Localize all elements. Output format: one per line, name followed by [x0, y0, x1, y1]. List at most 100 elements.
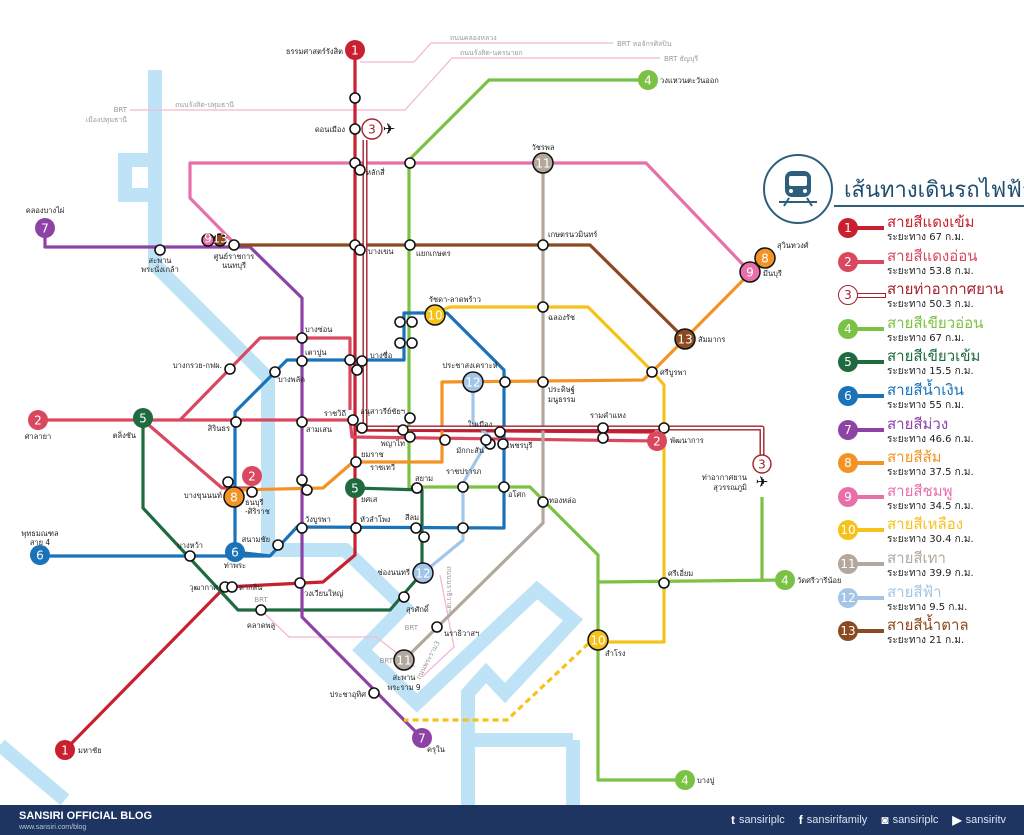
station-marker[interactable]	[411, 482, 423, 494]
station-marker[interactable]	[272, 539, 284, 551]
station-marker[interactable]	[404, 412, 416, 424]
station-marker[interactable]	[406, 316, 418, 328]
social-youtube[interactable]: ▶sansiritv	[952, 813, 1006, 827]
station-marker[interactable]	[255, 604, 267, 616]
line-number-badge: 8	[838, 453, 858, 474]
line-badge-number: 1	[61, 744, 69, 758]
station-marker[interactable]	[597, 422, 609, 434]
station-marker[interactable]	[537, 239, 549, 251]
station-marker[interactable]	[368, 687, 380, 699]
station-marker[interactable]	[230, 416, 242, 428]
station-marker[interactable]	[294, 577, 306, 589]
station-marker[interactable]	[499, 376, 511, 388]
station-marker[interactable]	[349, 92, 361, 104]
station-marker[interactable]	[439, 434, 451, 446]
line-distance: ระยะทาง 37.5 ก.ม.	[887, 467, 974, 479]
line-badge-1[interactable]: 1	[55, 740, 75, 760]
line-badge-11[interactable]: 11	[532, 152, 554, 174]
station-marker[interactable]	[658, 577, 670, 589]
station-marker[interactable]	[356, 355, 368, 367]
footer-url[interactable]: www.sansiri.com/blog	[19, 824, 87, 831]
station-marker[interactable]	[398, 591, 410, 603]
station-marker[interactable]	[597, 432, 609, 444]
station-marker[interactable]	[222, 476, 234, 488]
station-marker[interactable]	[350, 522, 362, 534]
station-marker[interactable]	[646, 366, 658, 378]
line-badge-13[interactable]: 13	[674, 328, 696, 350]
station-marker[interactable]	[406, 337, 418, 349]
station-marker[interactable]	[497, 438, 509, 450]
station-marker[interactable]	[351, 364, 363, 376]
brt-label: ถนนรังสิต-นครนายก	[460, 49, 523, 57]
line-badge-9[interactable]: 9	[739, 261, 761, 283]
line-badge-12[interactable]: 12	[412, 562, 434, 584]
line-badge-11[interactable]: 11	[393, 649, 415, 671]
line-badge-4[interactable]: 4	[775, 570, 795, 590]
station-marker[interactable]	[410, 522, 422, 534]
station-marker[interactable]	[301, 484, 313, 496]
station-marker[interactable]	[226, 581, 238, 593]
line-badge-4[interactable]: 4	[638, 70, 658, 90]
station-marker[interactable]	[354, 244, 366, 256]
station-marker[interactable]	[404, 157, 416, 169]
station-marker[interactable]	[296, 332, 308, 344]
station-marker[interactable]	[537, 496, 549, 508]
station-marker[interactable]	[347, 414, 359, 426]
station-marker[interactable]	[228, 239, 240, 251]
station-label: มักกะสัน	[456, 446, 484, 455]
line-badge-7[interactable]: 7	[35, 218, 55, 238]
station-marker[interactable]	[350, 456, 362, 468]
station-marker[interactable]	[404, 239, 416, 251]
station-marker[interactable]	[356, 422, 368, 434]
station-marker[interactable]	[354, 164, 366, 176]
line-badge-3[interactable]: 3	[361, 118, 383, 140]
station-marker[interactable]	[494, 426, 506, 438]
station-marker[interactable]	[457, 522, 469, 534]
line-badge-10[interactable]: 10	[587, 629, 609, 651]
station-marker[interactable]	[418, 531, 430, 543]
line-badge-6[interactable]: 6	[225, 542, 245, 562]
station-marker[interactable]	[296, 355, 308, 367]
station-marker[interactable]	[344, 354, 356, 366]
station-marker[interactable]	[498, 481, 510, 493]
station-marker[interactable]	[394, 337, 406, 349]
station-marker[interactable]	[397, 424, 409, 436]
station-marker[interactable]	[457, 481, 469, 493]
station-marker[interactable]	[394, 316, 406, 328]
line-badge-6[interactable]: 6	[30, 545, 50, 565]
line-badge-4[interactable]: 4	[675, 770, 695, 790]
station-marker[interactable]	[537, 376, 549, 388]
line-badge-10[interactable]: 10	[424, 304, 446, 326]
line-swatch	[854, 427, 884, 432]
station-marker[interactable]	[537, 301, 549, 313]
line-badge-2[interactable]: 2	[28, 410, 48, 430]
line-badge-2[interactable]: 2	[242, 466, 262, 486]
station-marker[interactable]	[246, 486, 258, 498]
station-marker[interactable]	[184, 550, 196, 562]
station-marker[interactable]	[658, 422, 670, 434]
line-badge-8[interactable]: 8	[754, 247, 776, 269]
station-marker[interactable]	[431, 621, 443, 633]
station-label: หัวลำโพง	[360, 515, 391, 524]
line-badge-13[interactable]: 13	[212, 232, 228, 247]
station-marker[interactable]	[154, 244, 166, 256]
line-badge-5[interactable]: 5	[133, 408, 153, 428]
station-marker[interactable]	[224, 363, 236, 375]
station-marker[interactable]	[269, 366, 281, 378]
line-badge-5[interactable]: 5	[345, 478, 365, 498]
station-marker[interactable]	[296, 522, 308, 534]
line-badge-3[interactable]: 3	[752, 454, 772, 474]
social-instagram[interactable]: ◙sansiriplc	[881, 813, 938, 827]
station-marker[interactable]	[404, 431, 416, 443]
line-badge-2[interactable]: 2	[647, 431, 667, 451]
station-marker[interactable]	[296, 416, 308, 428]
line-badge-1[interactable]: 1	[345, 40, 365, 60]
line-badge-12[interactable]: 12	[462, 371, 484, 393]
line-badge-7[interactable]: 7	[412, 728, 432, 748]
line-badge-8[interactable]: 8	[223, 486, 245, 508]
station-marker[interactable]	[296, 474, 308, 486]
station-marker[interactable]	[349, 123, 361, 135]
station-marker[interactable]	[480, 434, 492, 446]
